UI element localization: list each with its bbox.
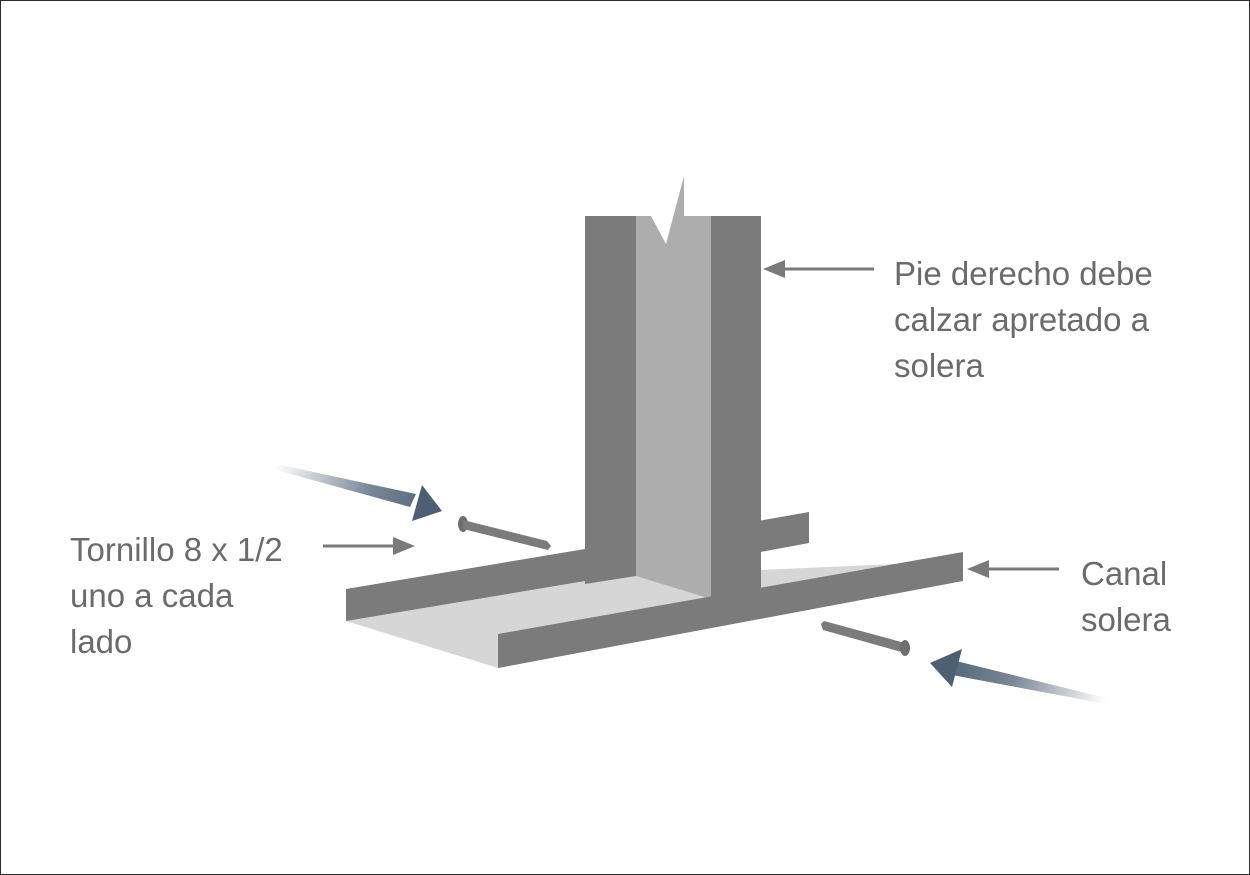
screw-icon [821,621,910,656]
stud-label-line-1: Pie derecho debe [894,255,1153,292]
stud-label-line-2: calzar apretado a [894,301,1149,338]
track-label-line-2: solera [1081,601,1171,638]
insert-arrow-icon [276,464,442,521]
stud-label-line-3: solera [894,347,984,384]
stud-label: Pie derecho debe calzar apretado a soler… [894,251,1153,389]
track-label: Canal solera [1081,551,1171,643]
screw-pointer-arrow [323,537,415,555]
screw-label: Tornillo 8 x 1/2 uno a cada lado [70,527,283,665]
track-pointer-arrow [967,560,1059,578]
track-label-line-1: Canal [1081,555,1168,592]
screw-icon [458,516,551,550]
screw-label-line-3: lado [70,623,133,660]
stud-pointer-arrow [763,260,874,278]
stud-right-flange [711,216,761,599]
track-front-flange [498,552,963,668]
screw-label-line-2: uno a cada [70,577,234,614]
insert-arrow-icon [930,649,1106,704]
screw-label-line-1: Tornillo 8 x 1/2 [70,531,283,568]
stud-left-flange [585,216,636,584]
stud-web [636,176,711,599]
track-left-flange [346,549,585,621]
